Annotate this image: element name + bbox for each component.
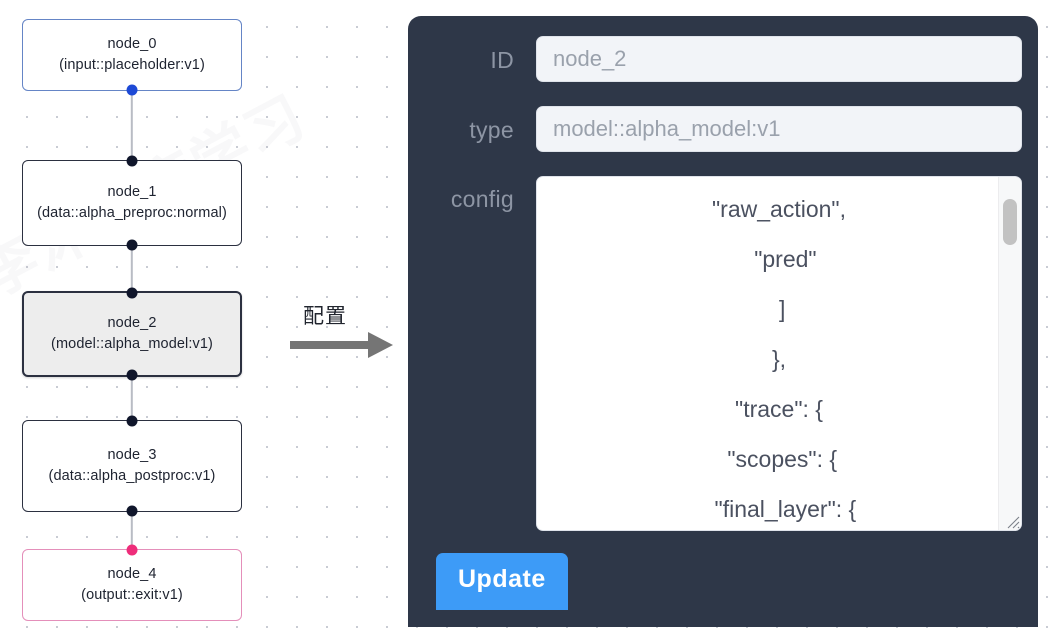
node-id-label: node_0 bbox=[107, 35, 157, 52]
graph-node-node_3[interactable]: node_3 (data::alpha_postproc:v1) bbox=[22, 415, 242, 517]
config-line: ] bbox=[772, 296, 786, 322]
config-field-label: config bbox=[450, 186, 514, 212]
edge-node2-node3 bbox=[130, 376, 134, 420]
id-field-row: ID node_2 bbox=[416, 36, 1030, 84]
node-properties-panel: ID node_2 type model::alpha_model:v1 con… bbox=[408, 16, 1038, 627]
type-field-row: type model::alpha_model:v1 bbox=[416, 106, 1030, 154]
update-button[interactable]: Update bbox=[436, 553, 568, 610]
node-id-label: node_4 bbox=[107, 565, 157, 582]
annotation-label: 配置 bbox=[303, 305, 347, 328]
node-id-label: node_1 bbox=[107, 183, 157, 200]
graph-node-node_4[interactable]: node_4 (output::exit:v1) bbox=[22, 544, 242, 621]
node-type-label: (data::alpha_postproc:v1) bbox=[48, 468, 216, 484]
node-id-label: node_3 bbox=[107, 446, 157, 463]
id-input[interactable]: node_2 bbox=[536, 36, 1022, 82]
graph-node-node_0[interactable]: node_0 (input::placeholder:v1) bbox=[22, 19, 242, 96]
node_1-input-port[interactable] bbox=[126, 155, 138, 167]
config-line: "trace": { bbox=[735, 396, 823, 422]
type-field-label: type bbox=[469, 117, 514, 143]
config-line: "raw_action", bbox=[712, 196, 846, 222]
edge-node3-node4 bbox=[130, 511, 134, 549]
panel-actions: Update bbox=[416, 553, 1030, 610]
node-type-label: (model::alpha_model:v1) bbox=[51, 336, 213, 352]
node_2-output-port[interactable] bbox=[126, 369, 138, 381]
node_1-output-port[interactable] bbox=[126, 239, 138, 251]
config-scrollbar[interactable] bbox=[998, 177, 1021, 530]
config-field-row: config "raw_action", "pred" ] }, "trace"… bbox=[416, 176, 1030, 531]
graph-node-node_1[interactable]: node_1 (data::alpha_preproc:normal) bbox=[22, 155, 242, 251]
edge-node1-node2 bbox=[130, 245, 134, 292]
right-arrow-icon bbox=[290, 332, 393, 358]
config-textarea[interactable]: "raw_action", "pred" ] }, "trace": { "sc… bbox=[536, 176, 1022, 531]
id-field-label: ID bbox=[490, 47, 514, 73]
node_2-input-port[interactable] bbox=[126, 287, 138, 299]
edge-node0-node1 bbox=[130, 90, 134, 162]
node-type-label: (data::alpha_preproc:normal) bbox=[37, 205, 227, 221]
node-type-label: (input::placeholder:v1) bbox=[59, 57, 205, 73]
type-input[interactable]: model::alpha_model:v1 bbox=[536, 106, 1022, 152]
node_3-input-port[interactable] bbox=[126, 415, 138, 427]
node_4-input-port[interactable] bbox=[126, 544, 138, 556]
config-line: "final_layer": { bbox=[701, 496, 857, 522]
node_3-output-port[interactable] bbox=[126, 505, 138, 517]
node-id-label: node_2 bbox=[107, 314, 157, 331]
node-type-label: (output::exit:v1) bbox=[81, 587, 183, 603]
config-line: "scopes": { bbox=[720, 446, 838, 472]
config-textarea-wrapper: "raw_action", "pred" ] }, "trace": { "sc… bbox=[536, 176, 1022, 531]
node_0-output-port[interactable] bbox=[126, 84, 138, 96]
config-scrollbar-thumb[interactable] bbox=[1003, 199, 1017, 245]
config-line: }, bbox=[771, 346, 787, 372]
config-line: "pred" bbox=[741, 246, 817, 272]
graph-node-node_2[interactable]: node_2 (model::alpha_model:v1) bbox=[22, 287, 242, 381]
